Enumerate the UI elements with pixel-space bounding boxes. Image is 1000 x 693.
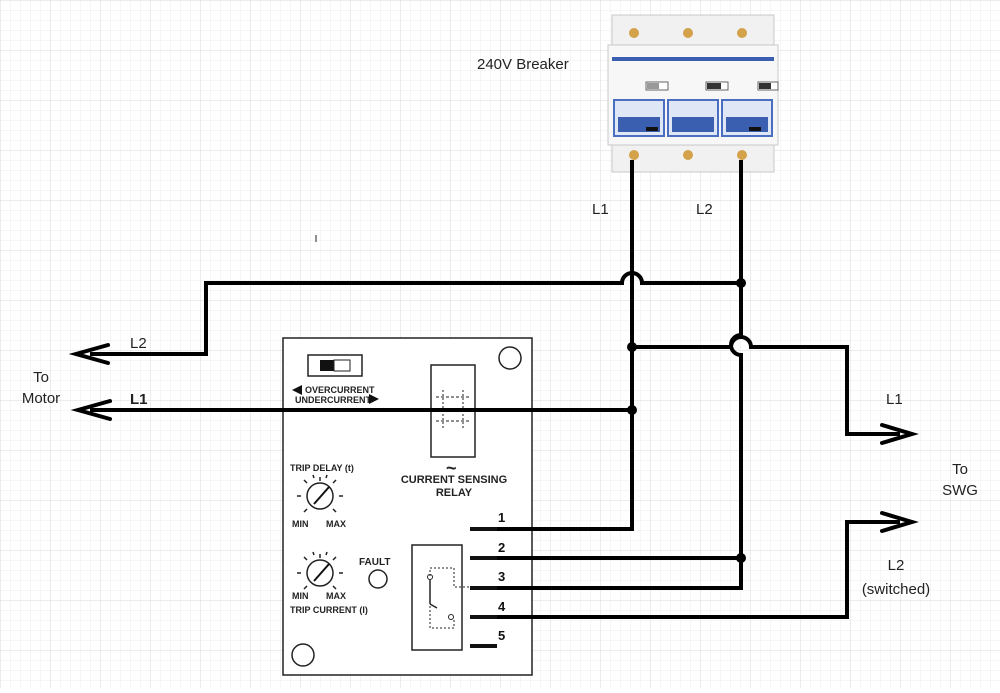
relay-title-line2: RELAY: [436, 487, 473, 499]
mounting-hole-icon: [498, 346, 522, 370]
mode-overcurrent-label: OVERCURRENT: [305, 385, 375, 395]
junction-dot: [627, 342, 637, 352]
terminal-1-label: 1: [498, 510, 505, 525]
junction-dot: [736, 278, 746, 288]
terminal-5-label: 5: [498, 628, 505, 643]
screw-icon: [629, 28, 639, 38]
breaker: [607, 14, 779, 173]
trip-current-label: TRIP CURRENT (I): [290, 605, 368, 615]
feed-l2-label: L2: [696, 201, 713, 218]
motor-l1-label: L1: [130, 391, 148, 408]
terminal-4-label: 4: [498, 599, 506, 614]
screw-icon: [737, 28, 747, 38]
motor-label-line1: To: [33, 369, 49, 386]
fault-led-icon: [368, 569, 388, 589]
junction-dot: [627, 405, 637, 415]
screw-icon: [629, 150, 639, 160]
swg-label-line1: To: [952, 461, 968, 478]
trip-delay-max-label: MAX: [326, 519, 346, 529]
swg-label-line2: SWG: [942, 482, 978, 499]
trip-current-max-label: MAX: [326, 591, 346, 601]
arrow-right-icon: [880, 511, 919, 533]
trip-delay-min-label: MIN: [292, 519, 309, 529]
relay-contact-box: [411, 544, 463, 651]
fault-label: FAULT: [359, 557, 390, 568]
screw-icon: [683, 150, 693, 160]
swg-l2-label-line1: L2: [888, 557, 905, 574]
terminal-2-label: 2: [498, 540, 505, 555]
swg-l1-label: L1: [886, 391, 903, 408]
screw-icon: [737, 150, 747, 160]
breaker-blue-stripe: [612, 57, 774, 61]
wire-l2-switched-to-swg: [497, 520, 900, 619]
wire-l1-to-swg: [632, 335, 900, 436]
junction-dot: [736, 553, 746, 563]
motor-label-line2: Motor: [22, 390, 60, 407]
current-sensing-relay: OVERCURRENT UNDERCURRENT ~ CURRENT SENSI…: [282, 337, 533, 676]
tilde-symbol: ~: [446, 458, 457, 478]
arrow-left-icon: [292, 385, 302, 395]
feed-l1-label: L1: [592, 201, 609, 218]
arrow-right-icon: [369, 394, 379, 404]
motor-l2-label: L2: [130, 335, 147, 352]
terminal-3-label: 3: [498, 569, 505, 584]
swg-l2-label-line2: (switched): [862, 581, 930, 598]
trip-current-dial[interactable]: [297, 551, 343, 590]
arrow-left-icon: [68, 343, 110, 365]
trip-current-min-label: MIN: [292, 591, 309, 601]
arrow-left-icon: [70, 399, 112, 421]
breaker-label: 240V Breaker: [477, 56, 569, 73]
arrow-right-icon: [880, 423, 919, 445]
screw-icon: [683, 28, 693, 38]
wire-l2-to-motor: [90, 271, 741, 356]
wire-l1-feed: [497, 160, 634, 531]
trip-delay-dial[interactable]: [297, 474, 343, 513]
trip-delay-label: TRIP DELAY (t): [290, 463, 354, 473]
mode-undercurrent-label: UNDERCURRENT: [295, 395, 372, 405]
relay-title-line1: CURRENT SENSING: [401, 474, 507, 486]
mounting-hole-icon: [291, 643, 315, 667]
